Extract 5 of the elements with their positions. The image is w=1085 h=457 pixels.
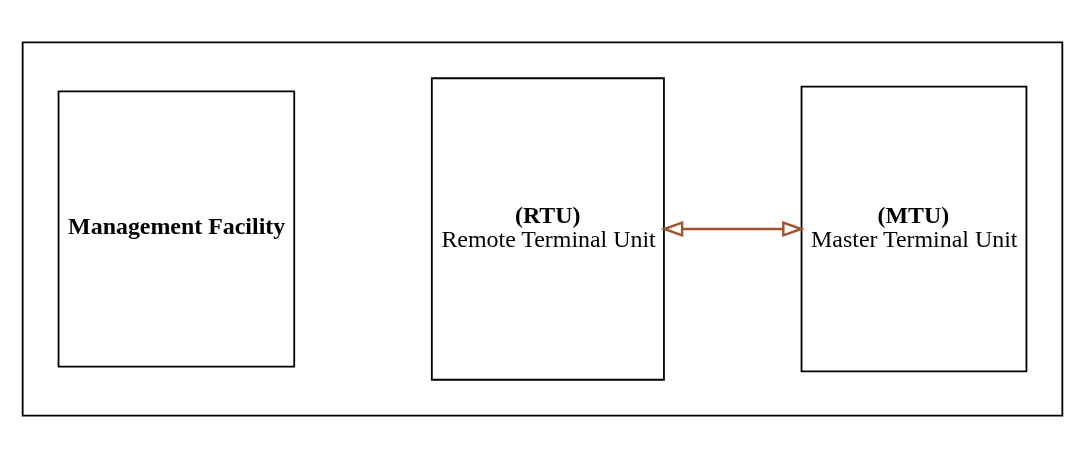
arrow — [660, 220, 805, 237]
cluster — [21, 40, 1064, 417]
node-box: (RTU) Remote Terminal Unit — [430, 76, 665, 381]
node-box: Management Facility — [57, 90, 296, 367]
node-box: (MTU) Master Terminal Unit — [800, 85, 1028, 372]
